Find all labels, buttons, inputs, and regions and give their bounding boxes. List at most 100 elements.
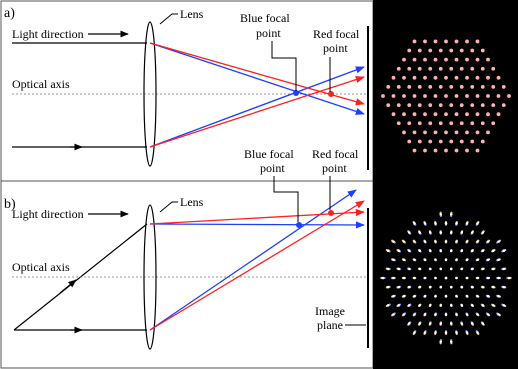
pattern-dot — [423, 75, 427, 80]
image-background — [373, 0, 518, 369]
pattern-dot — [449, 303, 453, 307]
pattern-dot — [481, 231, 485, 234]
pattern-dot — [413, 240, 416, 243]
pattern-dot — [397, 249, 401, 253]
pattern-dot — [497, 294, 500, 298]
pattern-dot — [438, 85, 443, 89]
pattern-dot — [491, 121, 496, 126]
pattern-dot — [502, 303, 506, 307]
pattern-dot — [423, 240, 427, 243]
pattern-dot — [386, 267, 390, 271]
pattern-dot — [465, 222, 469, 225]
blue-focal-label-a-line1: Blue focal — [240, 11, 290, 25]
pattern-dot — [444, 276, 448, 280]
pattern-dot — [402, 240, 406, 243]
pattern-dot — [386, 103, 391, 107]
pattern-dot — [407, 121, 412, 126]
lens-leader-b — [159, 201, 178, 213]
pattern-dot — [428, 231, 432, 234]
dot-pattern-b — [380, 211, 512, 345]
pattern-dot — [460, 231, 464, 234]
pattern-dot — [413, 331, 416, 334]
optical-axis-label-a: Optical axis — [12, 77, 70, 91]
pattern-dot — [454, 148, 459, 153]
pattern-dot — [470, 303, 474, 307]
red-focal-label-a-line1: Red focal — [313, 27, 360, 41]
pattern-dot — [434, 258, 437, 262]
red-ray-bottom-b — [149, 200, 365, 331]
pattern-dot — [455, 294, 458, 298]
pattern-dot — [433, 148, 438, 153]
pattern-dot — [475, 39, 480, 44]
red-focal-label-b-line2: point — [322, 161, 347, 175]
pattern-dot — [470, 249, 474, 253]
pattern-dot — [491, 249, 495, 253]
pattern-dot — [423, 331, 427, 334]
pattern-dot — [444, 57, 448, 62]
pattern-dot — [391, 75, 396, 80]
pattern-dot — [423, 148, 427, 153]
pattern-dot — [423, 94, 427, 98]
pattern-dot — [486, 240, 490, 243]
pattern-dot — [470, 85, 475, 89]
pattern-dot — [392, 258, 395, 262]
pattern-dot — [465, 331, 469, 334]
pattern-dot — [407, 285, 411, 289]
red-focal-label-b-line1: Red focal — [312, 147, 359, 161]
pattern-dot — [391, 94, 396, 98]
pattern-dot — [407, 267, 411, 271]
blue-focal-label-b-line1: Blue focal — [244, 147, 294, 161]
pattern-dot — [465, 294, 469, 298]
pattern-dot — [449, 121, 454, 126]
pattern-dot — [412, 94, 417, 98]
pattern-dot — [454, 39, 459, 44]
pattern-dot — [444, 148, 448, 153]
pattern-dot — [465, 75, 469, 80]
lens-label-b: Lens — [180, 195, 204, 209]
pattern-dot — [444, 75, 448, 80]
pattern-dot — [433, 112, 438, 117]
pattern-dot — [444, 112, 448, 117]
pattern-dot — [418, 303, 422, 307]
pattern-dot — [423, 130, 427, 135]
pattern-dot — [497, 258, 500, 262]
pattern-dot — [438, 139, 443, 144]
pattern-dot — [413, 276, 416, 280]
pattern-dot — [417, 121, 422, 126]
pattern-dot — [454, 130, 459, 135]
pattern-dot — [475, 130, 480, 135]
pattern-dot — [381, 276, 385, 280]
pattern-dot — [444, 331, 448, 334]
optical-axis-label-b: Optical axis — [12, 260, 70, 274]
pattern-dot — [480, 48, 485, 53]
pattern-dot — [470, 322, 474, 325]
pattern-dot — [465, 39, 469, 44]
pattern-dot — [501, 103, 506, 107]
image-plane-label-line1: Image — [315, 304, 345, 318]
pattern-dot — [397, 267, 401, 271]
pattern-dot — [402, 313, 406, 316]
pattern-dot — [386, 285, 390, 289]
pattern-dot — [465, 148, 469, 153]
pattern-dot — [417, 48, 422, 53]
pattern-dot — [496, 75, 501, 80]
pattern-dot — [428, 303, 432, 307]
pattern-dot — [392, 294, 395, 298]
pattern-dot — [455, 276, 458, 280]
pattern-dot — [480, 121, 485, 126]
pattern-dot — [428, 103, 433, 107]
pattern-dot — [497, 276, 500, 280]
pattern-dot — [459, 139, 464, 144]
pattern-dot — [470, 267, 474, 271]
pattern-dot — [475, 148, 480, 153]
pattern-dot — [439, 249, 443, 253]
blue-ray-bottom-b — [149, 189, 357, 331]
pattern-dot — [475, 57, 480, 62]
pattern-dot — [491, 285, 495, 289]
pattern-dot — [444, 240, 448, 243]
pattern-dot — [449, 285, 453, 289]
lens-leader-a — [159, 13, 178, 25]
pattern-dot — [407, 103, 412, 107]
pattern-dot — [449, 48, 454, 53]
